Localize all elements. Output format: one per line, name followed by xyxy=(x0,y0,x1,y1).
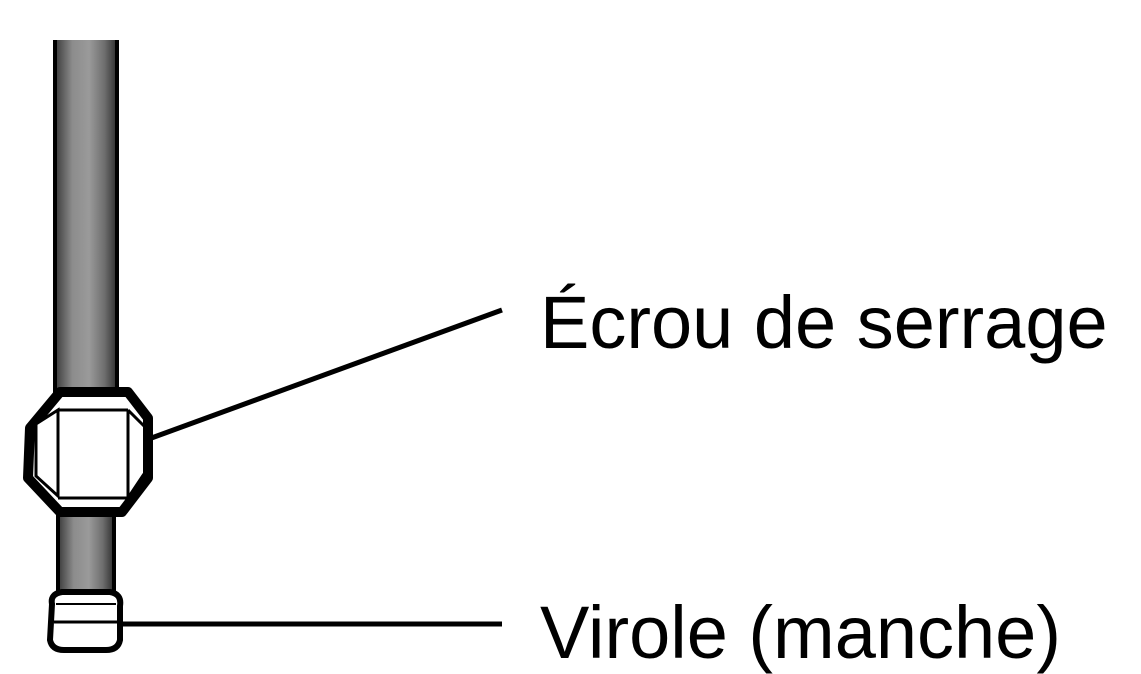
ferrule-label: Virole (manche) xyxy=(540,591,1061,674)
compression-nut-label: Écrou de serrage xyxy=(540,281,1108,364)
ferrule xyxy=(47,589,124,653)
pipe-upper xyxy=(53,40,119,420)
pipe-fitting-illustration xyxy=(23,40,503,653)
nut-leader-line xyxy=(145,307,503,443)
compression-nut xyxy=(23,387,153,517)
